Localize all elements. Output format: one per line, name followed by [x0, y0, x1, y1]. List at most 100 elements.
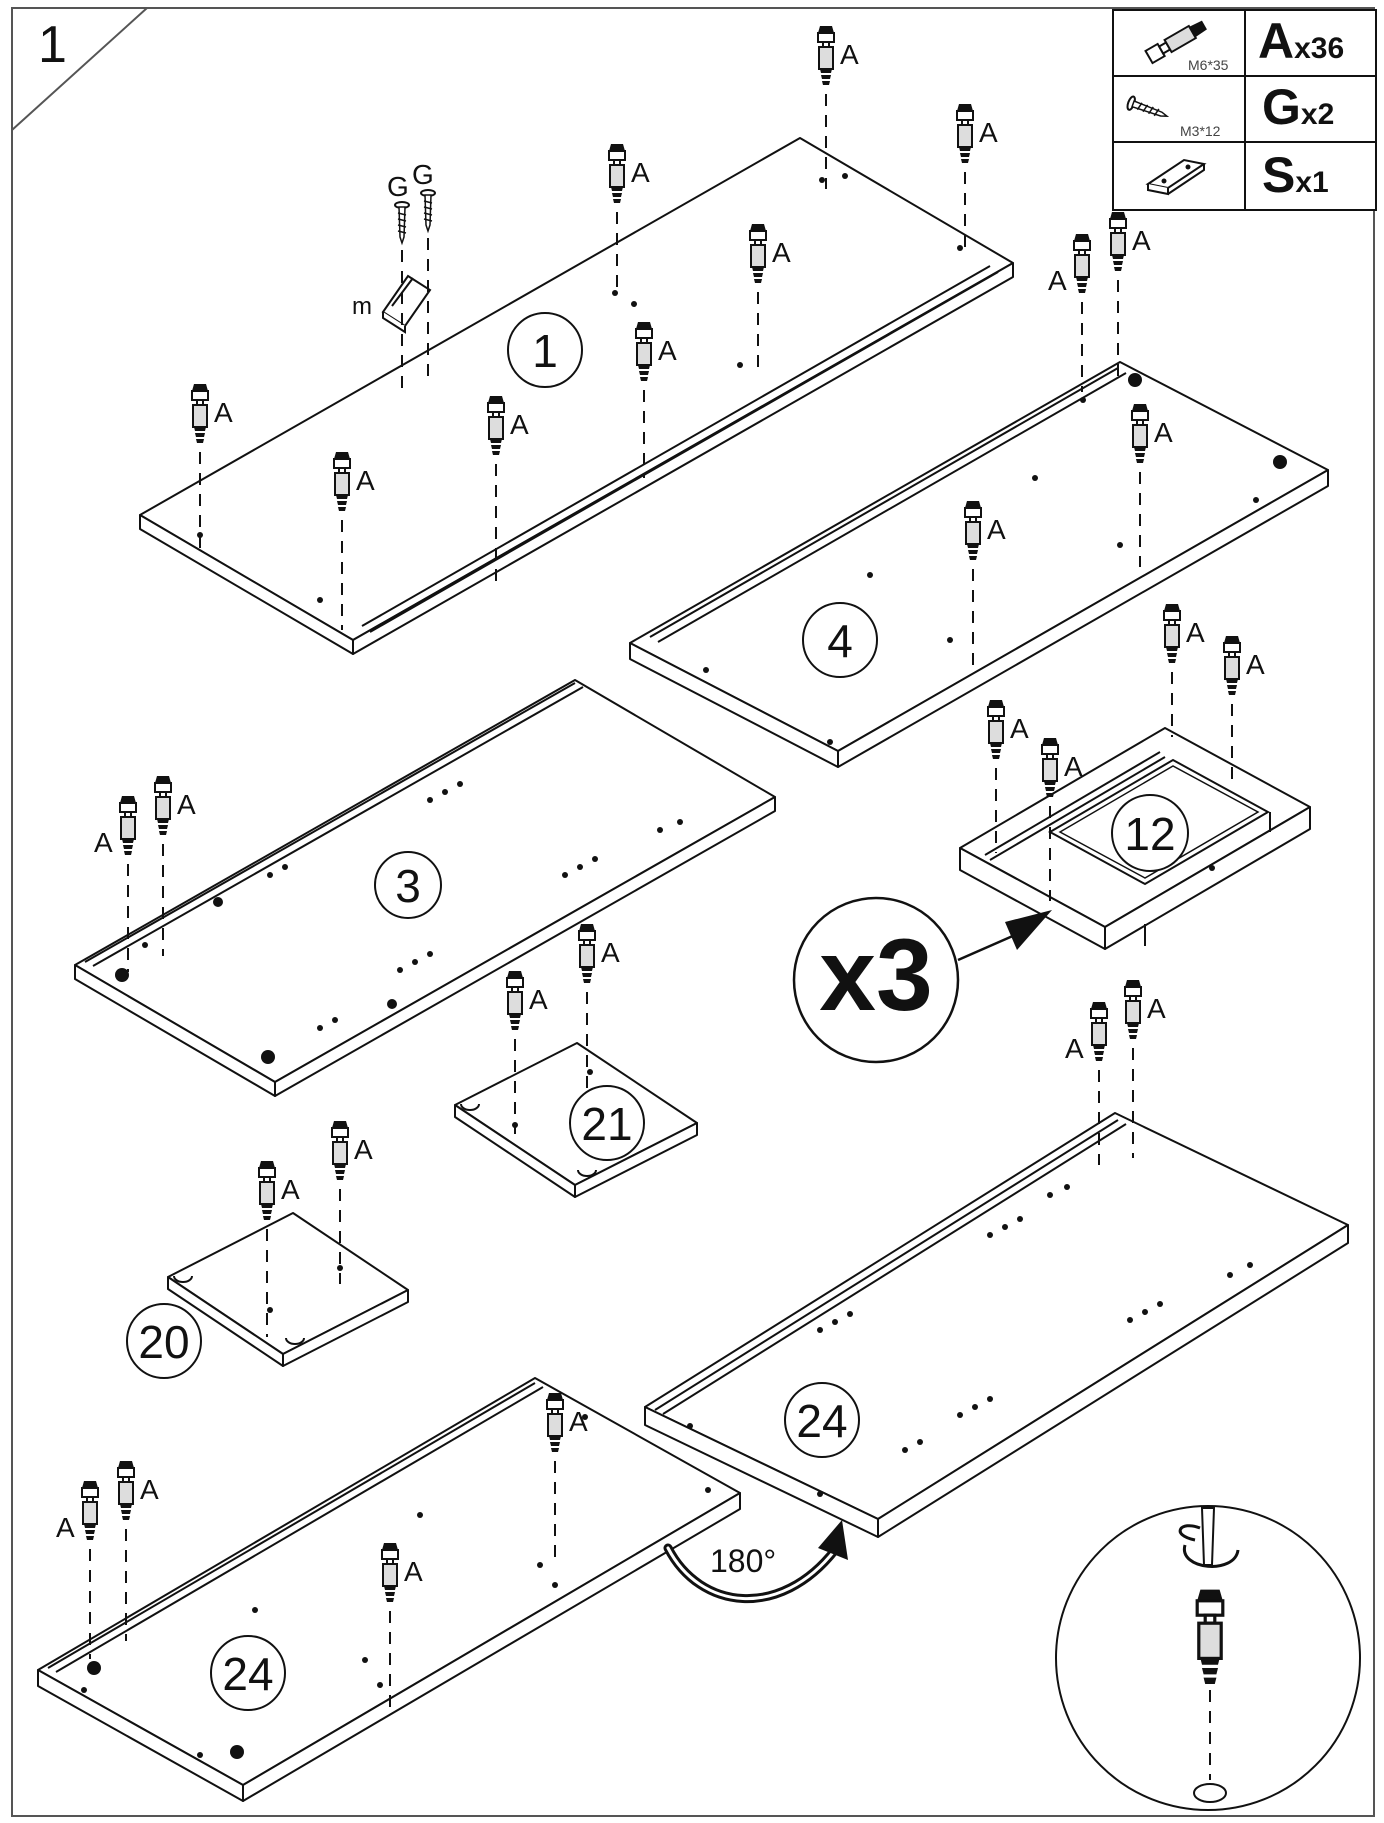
- cam-bolt-a: A: [578, 923, 620, 1090]
- step-number: 1: [38, 16, 67, 74]
- cam-bolt-a-label: A: [601, 937, 620, 968]
- bracket-m-label: m: [352, 293, 372, 320]
- hw-g-label: Gx2: [1262, 79, 1334, 135]
- cam-bolt-a: A: [1109, 211, 1151, 385]
- cam-bolt-a: A: [94, 795, 137, 972]
- hw-g-size: M3*12: [1180, 123, 1221, 139]
- cam-bolt-a-label: A: [1186, 617, 1205, 648]
- screw-g-1-label: G: [387, 171, 409, 202]
- cam-bolt-a-label: A: [1010, 713, 1029, 744]
- cam-bolt-a: A: [333, 451, 375, 630]
- cam-bolt-a-label: A: [631, 157, 650, 188]
- cam-bolt-a: A: [1124, 979, 1166, 1158]
- cam-bolt-a-label: A: [1154, 417, 1173, 448]
- cam-bolt-a-label: A: [772, 237, 791, 268]
- cam-bolt-a-label: A: [214, 397, 233, 428]
- hw-s-letter: S: [1262, 147, 1295, 203]
- hw-g-qty: x2: [1301, 98, 1334, 131]
- panel-20-label-badge: 20: [126, 1303, 202, 1379]
- cam-bolt-a-label: A: [1065, 1033, 1084, 1064]
- multiplier-text: x3: [819, 918, 932, 1032]
- panel-4-label: 4: [827, 615, 853, 667]
- cam-bolt-a-label: A: [94, 827, 113, 858]
- panel-4-label-badge: 4: [802, 602, 878, 678]
- cam-bolt-a: A: [817, 25, 859, 189]
- panel-20: [167, 1212, 409, 1367]
- cam-bolt-a: A: [1065, 1001, 1108, 1165]
- panel-24-right-label: 24: [796, 1395, 847, 1447]
- panel-4: [629, 361, 1329, 768]
- cam-bolt-icon: [1144, 20, 1207, 65]
- arrow-head-icon: [1005, 910, 1052, 950]
- panel-24-left-label: 24: [222, 1648, 273, 1700]
- panel-1-label-badge: 1: [507, 312, 583, 388]
- cam-bolt-a: A: [608, 143, 650, 290]
- cam-bolt-a: A: [56, 1480, 99, 1659]
- hw-a-label: Ax36: [1258, 13, 1344, 69]
- multiplier-callout: x3: [792, 896, 1052, 1064]
- cam-bolt-a: A: [258, 1160, 300, 1337]
- cam-bolt-a-label: A: [1064, 751, 1083, 782]
- panel-24-left-label-badge: 24: [210, 1635, 286, 1711]
- cam-bolt-a-label: A: [140, 1474, 159, 1505]
- cam-bolt-a: A: [1223, 635, 1265, 779]
- cam-bolt-a-label: A: [569, 1406, 588, 1437]
- panel-12-label-badge: 12: [1111, 794, 1189, 872]
- screw-g-1: [394, 201, 410, 244]
- cam-bolt-a: A: [331, 1120, 373, 1284]
- page-border: [11, 7, 1375, 1817]
- cam-bolt-a: A: [987, 699, 1029, 853]
- panel-12-label: 12: [1124, 808, 1175, 860]
- hardware-legend: M6*35 Ax36 M3*12 Gx2 Sx1: [1112, 9, 1377, 211]
- panel-3-label: 3: [395, 860, 421, 912]
- panel-21-label: 21: [581, 1098, 632, 1150]
- cam-bolt-a: A: [635, 321, 677, 478]
- panel-3-label-badge: 3: [374, 851, 442, 919]
- detail-callout: [1055, 1505, 1361, 1811]
- cam-bolt-a: A: [964, 500, 1006, 674]
- cam-bolt-a-label: A: [1132, 225, 1151, 256]
- cam-bolt-a: A: [191, 383, 233, 557]
- cam-bolt-a: A: [1131, 403, 1173, 567]
- step-badge: 1: [11, 7, 148, 131]
- hw-s-qty: x1: [1295, 166, 1328, 199]
- cam-bolt-a-label: A: [281, 1174, 300, 1205]
- cam-bolt-a-label: A: [1147, 993, 1166, 1024]
- cam-bolt-a-label: A: [356, 465, 375, 496]
- rotate-label: 180°: [710, 1543, 776, 1579]
- cam-bolt-a-label: A: [1048, 265, 1067, 296]
- cam-bolt-a-label: A: [979, 117, 998, 148]
- cam-bolt-a: A: [381, 1542, 423, 1711]
- cam-bolt-a-label: A: [658, 335, 677, 366]
- panel-1: [139, 137, 1014, 655]
- cam-bolt-a: A: [956, 103, 998, 252]
- cam-bolt-a-label: A: [510, 409, 529, 440]
- cam-bolt-a: A: [506, 970, 548, 1134]
- cam-bolt-a: A: [546, 1392, 588, 1561]
- cam-bolt-a-label: A: [56, 1512, 75, 1543]
- bracket-icon: [1145, 158, 1207, 196]
- cam-bolt-a: A: [1048, 233, 1091, 392]
- hw-s-label: Sx1: [1262, 147, 1329, 203]
- cam-bolt-a-label: A: [840, 39, 859, 70]
- cam-bolt-a: A: [154, 775, 196, 956]
- cam-bolt-a-label: A: [529, 984, 548, 1015]
- cam-bolt-a-label: A: [404, 1556, 423, 1587]
- screw-g-2-label: G: [412, 159, 434, 190]
- cam-bolt-a-label: A: [987, 514, 1006, 545]
- panel-1-label: 1: [532, 325, 558, 377]
- hw-a-letter: A: [1258, 13, 1294, 69]
- cam-bolt-a: A: [749, 223, 791, 370]
- cam-bolt-a: A: [1041, 737, 1083, 901]
- rotate-180-callout: 180°: [663, 1520, 848, 1603]
- cam-bolt-a-label: A: [177, 789, 196, 820]
- hw-g-letter: G: [1262, 79, 1301, 135]
- cam-bolt-a: A: [487, 395, 529, 582]
- panel-24-right: [644, 1112, 1349, 1538]
- hw-a-size: M6*35: [1188, 57, 1229, 73]
- screw-g-2: [420, 189, 436, 232]
- panel-24-right-label-badge: 24: [784, 1382, 860, 1458]
- panel-20-label: 20: [138, 1316, 189, 1368]
